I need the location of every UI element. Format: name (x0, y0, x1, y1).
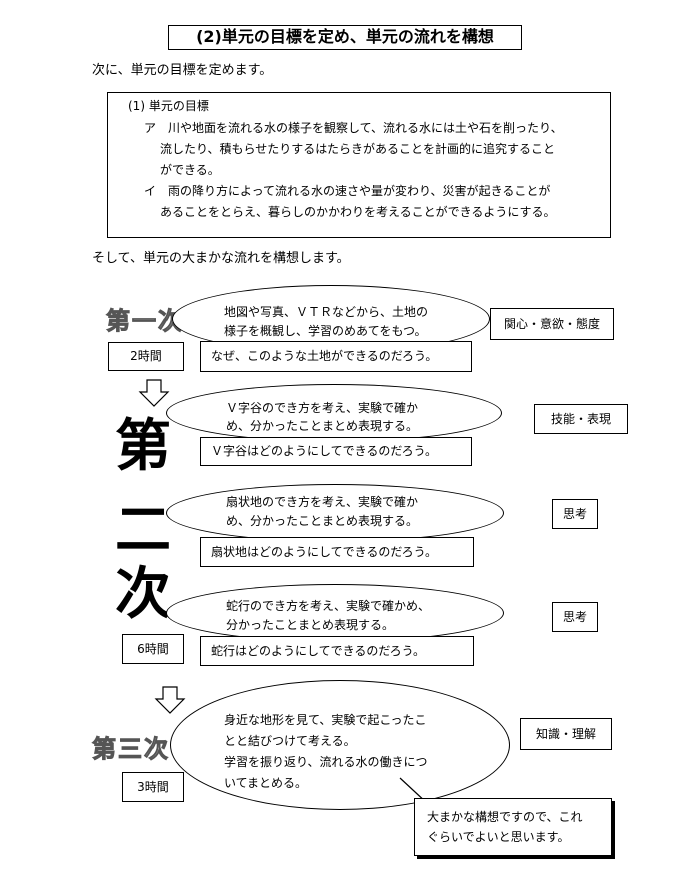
phase1-hours: 2時間 (108, 342, 184, 371)
flow-intro-text: そして、単元の大まかな流れを構想します。 (92, 251, 350, 266)
phase3-activity-line: 身近な地形を見て、実験で起こったこ (224, 713, 427, 727)
goal-a-line: 流したり、積もらせたりするはたらきがあることを計画的に追究すること (160, 142, 556, 156)
phase2-step2-activity-ellipse (166, 484, 504, 542)
page-title: (2)単元の目標を定め、単元の流れを構想 (168, 25, 522, 50)
phase1-question: なぜ、このような土地ができるのだろう。 (200, 341, 472, 372)
phase2-step2-question: 扇状地はどのようにしてできるのだろう。 (200, 537, 474, 567)
phase2-label-char: 第 (115, 414, 171, 479)
phase2-step2-eval-box: 思考 (552, 499, 598, 529)
intro-text: 次に、単元の目標を定めます。 (92, 63, 273, 78)
phase2-label-char: 次 (115, 562, 171, 627)
phase2-step1-question: Ｖ字谷はどのようにしてできるのだろう。 (200, 437, 472, 466)
phase1-activity-line: 地図や写真、ＶＴＲなどから、土地の (224, 305, 429, 319)
callout-note: 大まかな構想ですので、これ ぐらいでよいと思います。 (414, 798, 612, 856)
phase1-activity-line: 様子を概観し、学習のめあてをもつ。 (224, 324, 427, 338)
goal-a-line: ア 川や地面を流れる水の様子を観察して、流れる水には土や石を削ったり、 (144, 121, 563, 135)
callout-line: ぐらいでよいと思います。 (427, 830, 570, 844)
phase3-activity-line: 学習を振り返り、流れる水の働きにつ (224, 755, 428, 769)
phase3-eval-box: 知識・理解 (520, 718, 612, 750)
phase3-label: 第三次 (92, 735, 170, 764)
phase1-eval-box: 関心・意欲・態度 (490, 308, 614, 340)
phase3-activity-line: いてまとめる。 (224, 776, 308, 790)
phase2-step3-eval-box: 思考 (552, 602, 598, 632)
phase1-label: 第一次 (106, 307, 184, 336)
phase2-step1-activity-line: Ｖ字谷のでき方を考え、実験で確か (226, 401, 419, 415)
goals-heading: (1) 単元の目標 (128, 99, 209, 113)
phase3-activity-ellipse (170, 680, 510, 810)
goal-i-line: イ 雨の降り方によって流れる水の速さや量が変わり、災害が起きることが (144, 184, 551, 198)
phase2-step1-eval-box: 技能・表現 (534, 404, 628, 434)
goal-i-line: あることをとらえ、暮らしのかかわりを考えることができるようにする。 (160, 205, 556, 219)
phase2-step3-activity-ellipse (166, 584, 504, 642)
phase2-label-char: 二 (115, 498, 171, 563)
phase2-hours: 6時間 (122, 634, 184, 664)
phase2-step3-activity-line: 蛇行のでき方を考え、実験で確かめ、 (226, 599, 431, 613)
phase2-step2-activity-line: 扇状地のでき方を考え、実験で確か (226, 495, 419, 509)
down-arrow-icon (138, 379, 170, 407)
goal-a-line: ができる。 (160, 163, 220, 177)
phase2-step1-activity-line: め、分かったことまとめ表現する。 (226, 419, 419, 433)
goals-box: (1) 単元の目標 ア 川や地面を流れる水の様子を観察して、流れる水には土や石を… (107, 92, 611, 238)
callout-line: 大まかな構想ですので、これ (427, 810, 583, 824)
phase3-hours: 3時間 (122, 772, 184, 802)
phase3-activity-line: とと結びつけて考える。 (224, 734, 356, 748)
down-arrow-icon (154, 686, 186, 714)
phase2-step3-question: 蛇行はどのようにしてできるのだろう。 (200, 636, 474, 666)
phase2-step2-activity-line: め、分かったことまとめ表現する。 (226, 514, 419, 528)
phase2-step3-activity-line: 分かったことまとめ表現する。 (226, 618, 395, 632)
